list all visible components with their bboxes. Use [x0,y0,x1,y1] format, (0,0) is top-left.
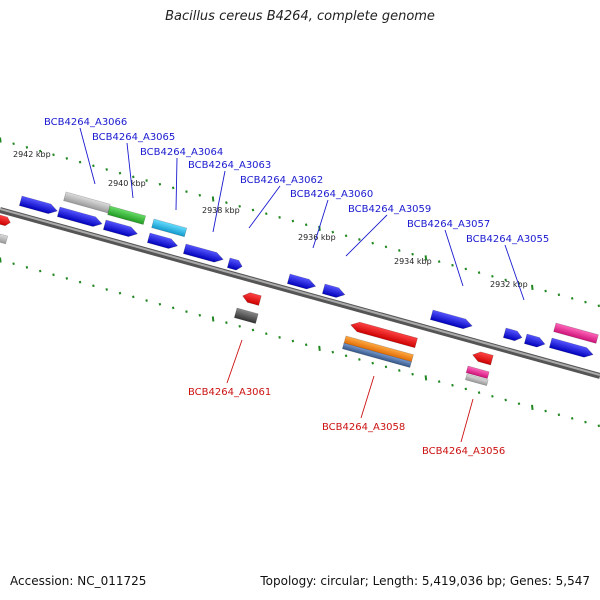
gene-feature[interactable] [349,320,418,349]
gene-feature[interactable] [0,214,12,227]
gene-feature[interactable] [548,337,594,359]
gene-callout-line [126,142,134,199]
scale-ticks-outer [0,137,600,308]
reverse-gene-label[interactable]: BCB4264_A3056 [422,446,505,457]
gene-feature[interactable] [0,233,9,245]
gene-feature[interactable] [56,206,103,229]
forward-gene-label[interactable]: BCB4264_A3062 [240,175,323,186]
gene-feature[interactable] [342,342,412,368]
gene-feature[interactable] [18,195,58,216]
reverse-gene-label[interactable]: BCB4264_A3058 [322,422,405,433]
gene-feature[interactable] [553,322,599,344]
forward-gene-label[interactable]: BCB4264_A3057 [407,219,490,230]
scale-label: 2936 kbp [298,233,336,242]
gene-feature[interactable] [182,243,224,264]
gene-feature[interactable] [465,373,489,387]
forward-gene-label[interactable]: BCB4264_A3066 [44,117,127,128]
gene-feature[interactable] [429,309,473,331]
gene-feature[interactable] [286,273,317,291]
gene-callout-line [345,214,388,257]
gene-feature[interactable] [63,191,111,214]
gene-feature[interactable] [107,205,147,225]
gene-feature[interactable] [241,291,262,306]
gene-callout-line [360,375,375,419]
scale-label: 2942 kbp [13,150,51,159]
gene-callout-line [460,398,474,443]
gene-callout-line [444,229,464,287]
gene-callout-line [504,244,525,301]
gene-feature[interactable] [102,219,138,239]
gene-feature[interactable] [321,283,346,300]
genome-backbone [0,207,600,379]
gene-feature[interactable] [502,327,523,342]
gene-feature[interactable] [471,350,494,366]
forward-gene-label[interactable]: BCB4264_A3060 [290,189,373,200]
forward-gene-label[interactable]: BCB4264_A3055 [466,234,549,245]
gene-feature[interactable] [226,257,243,271]
gene-callout-line [312,199,329,249]
gene-callout-line [226,339,243,384]
forward-gene-label[interactable]: BCB4264_A3063 [188,160,271,171]
forward-gene-label[interactable]: BCB4264_A3064 [140,147,223,158]
accession-label: Accession: NC_011725 [10,574,147,588]
forward-gene-label[interactable]: BCB4264_A3059 [348,204,431,215]
scale-label: 2938 kbp [202,206,240,215]
gene-feature[interactable] [151,218,188,238]
gene-feature[interactable] [465,365,490,379]
reverse-gene-label[interactable]: BCB4264_A3061 [188,387,271,398]
scale-label: 2940 kbp [108,179,146,188]
genome-summary: Topology: circular; Length: 5,419,036 bp… [260,574,590,588]
scale-ticks-inner [0,257,600,428]
scale-label: 2934 kbp [394,257,432,266]
gene-callout-line [212,170,226,233]
gene-callout-line [175,157,178,211]
gene-callout-line [248,185,281,229]
gene-feature[interactable] [523,333,546,349]
scale-label: 2932 kbp [490,280,528,289]
forward-gene-label[interactable]: BCB4264_A3065 [92,132,175,143]
gene-feature[interactable] [146,232,179,251]
gene-feature[interactable] [233,307,259,324]
map-title: Bacillus cereus B4264, complete genome [165,9,435,24]
gene-callout-line [79,127,96,185]
gene-feature[interactable] [343,335,414,363]
